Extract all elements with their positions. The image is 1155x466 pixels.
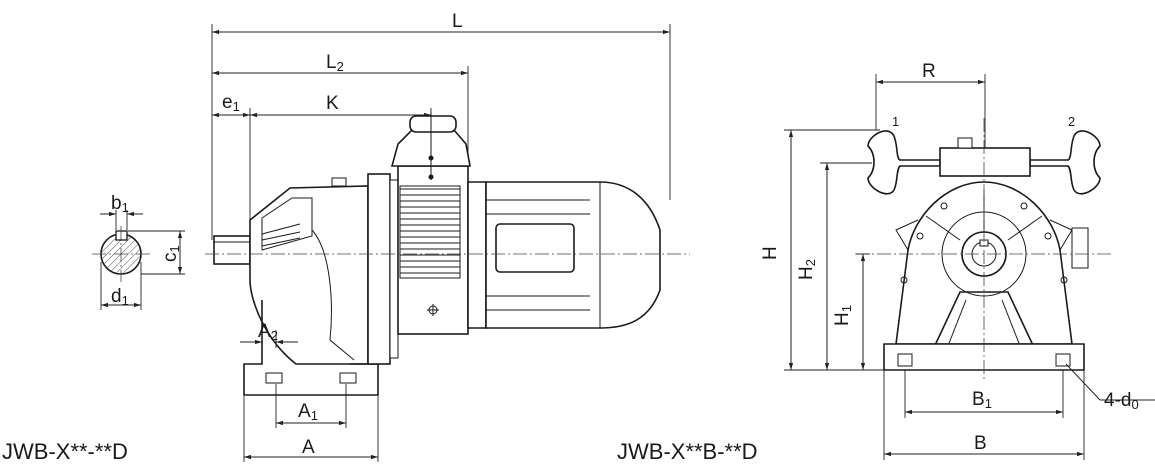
label-d1: d1 (111, 286, 129, 308)
label-handwheel-2: 2 (1068, 114, 1075, 129)
shaft-section: b1 c1 d1 (92, 193, 185, 310)
label-A1: A1 (298, 401, 318, 423)
control-box (939, 147, 1031, 177)
label-b1: b1 (111, 193, 129, 215)
label-holes: 4-d0 (1104, 390, 1139, 412)
label-A2: A2 (258, 321, 278, 343)
handwheel-1 (867, 130, 941, 195)
side-view: L L2 e1 K (205, 11, 690, 462)
model-front-view: JWB-X**B-**D (617, 439, 758, 464)
label-H2: H2 (796, 259, 818, 280)
label-R: R (922, 61, 936, 82)
motor-adapter (467, 181, 487, 329)
label-handwheel-1: 1 (892, 114, 899, 129)
label-B: B (974, 433, 987, 454)
label-B1: B1 (972, 389, 992, 411)
front-view: R 1 2 (760, 61, 1155, 460)
label-A: A (302, 437, 315, 458)
model-side-view: JWB-X**-**D (2, 439, 128, 464)
label-e1: e1 (222, 92, 240, 114)
label-H: H (760, 246, 781, 260)
output-shaft (213, 235, 251, 265)
label-L2: L2 (326, 52, 344, 74)
label-c1: c1 (160, 245, 182, 262)
label-L: L (452, 11, 463, 32)
label-K: K (326, 93, 339, 114)
gearbox-flange (367, 173, 391, 365)
label-H1: H1 (832, 305, 854, 326)
handwheel-2 (1029, 130, 1101, 195)
motor-terminal-box (495, 223, 575, 273)
shaft-keyway (115, 230, 128, 241)
